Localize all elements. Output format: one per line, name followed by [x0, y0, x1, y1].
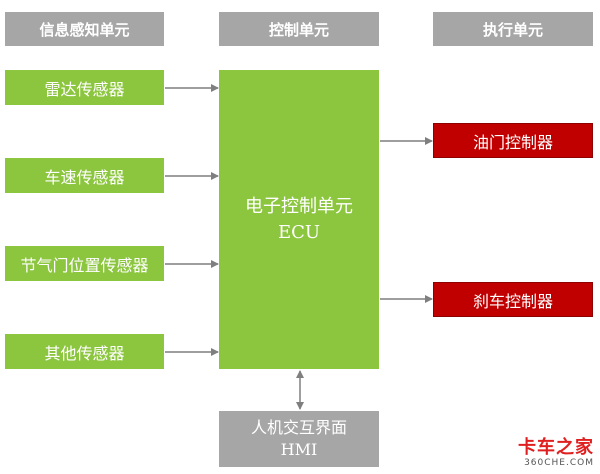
header-perception: 信息感知单元	[5, 12, 164, 46]
ecu-title: 电子控制单元	[245, 195, 353, 217]
watermark-logo-text: 卡车之家	[518, 437, 594, 458]
ecu-abbreviation: ECU	[277, 221, 321, 243]
sensor-throttle-position: 节气门位置传感器	[5, 246, 164, 281]
header-control: 控制单元	[219, 12, 379, 46]
watermark-logo: 卡车之家 360CHE.COM	[518, 437, 594, 469]
actuator-throttle-controller: 油门控制器	[433, 123, 593, 158]
hmi-title: 人机交互界面	[250, 418, 347, 437]
actuator-brake-controller: 刹车控制器	[433, 282, 593, 317]
sensor-vehicle-speed: 车速传感器	[5, 158, 164, 193]
watermark-domain: 360CHE.COM	[524, 458, 594, 468]
sensor-other: 其他传感器	[5, 334, 164, 369]
header-execution: 执行单元	[433, 12, 593, 46]
sensor-radar: 雷达传感器	[5, 70, 164, 105]
hmi-abbreviation: HMI	[280, 440, 318, 459]
ecu-block: 电子控制单元 ECU	[219, 70, 379, 369]
hmi-block: 人机交互界面 HMI	[219, 411, 379, 467]
